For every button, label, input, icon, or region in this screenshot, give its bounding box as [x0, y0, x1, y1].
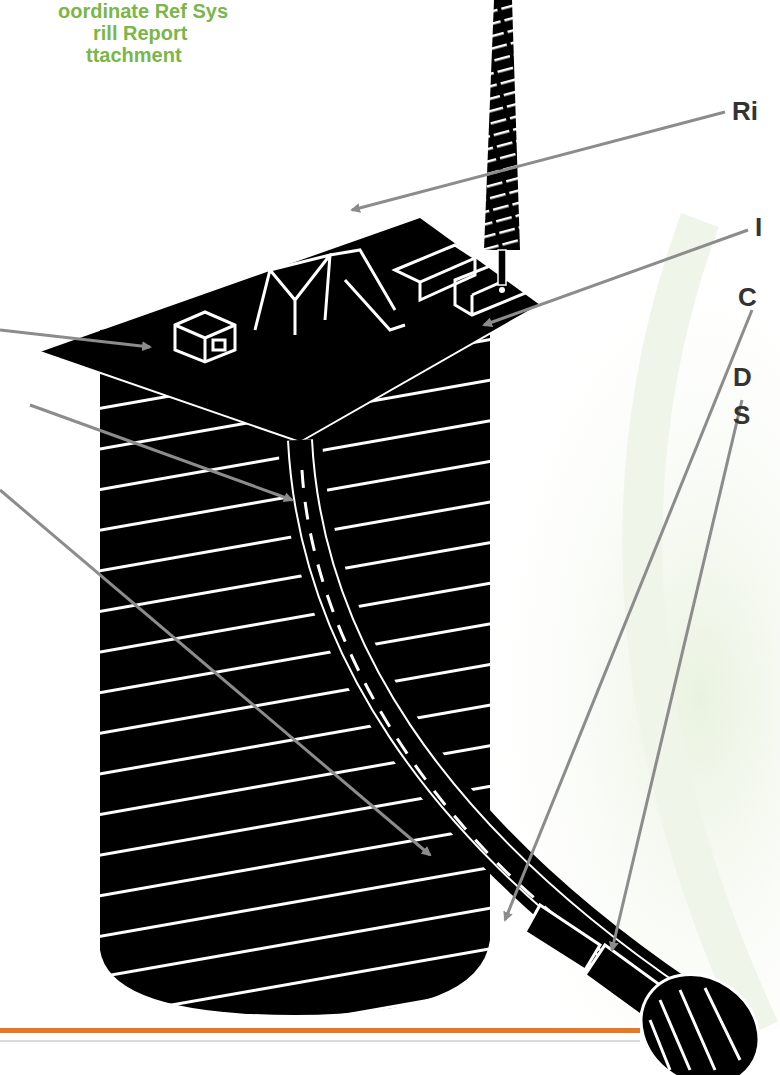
drill-string-dash [302, 470, 600, 950]
wellbore [300, 440, 680, 1000]
part-label: D [733, 362, 752, 392]
part-label: I [755, 212, 762, 242]
header-text: oordinate Ref Sys [58, 0, 228, 22]
bha-collars [525, 905, 660, 1015]
drill-bit [619, 952, 780, 1075]
background-arc [642, 220, 760, 1030]
header-text: rill Report [93, 22, 187, 44]
leader-arrows [0, 112, 752, 950]
rig-deck [40, 218, 540, 442]
derrick-mast [498, 250, 506, 285]
drill-string [300, 440, 680, 1000]
header-text: ttachment [86, 44, 182, 66]
wellbore-wall [300, 440, 680, 1000]
part-label: C [738, 282, 757, 312]
deck-equipment [175, 245, 528, 362]
derrick-tower [484, 0, 520, 250]
footer-rule [0, 1040, 640, 1042]
footer-bar [0, 1028, 640, 1033]
part-label: S [733, 400, 750, 430]
deck-edge [40, 305, 540, 442]
part-label: Ri [732, 96, 758, 126]
